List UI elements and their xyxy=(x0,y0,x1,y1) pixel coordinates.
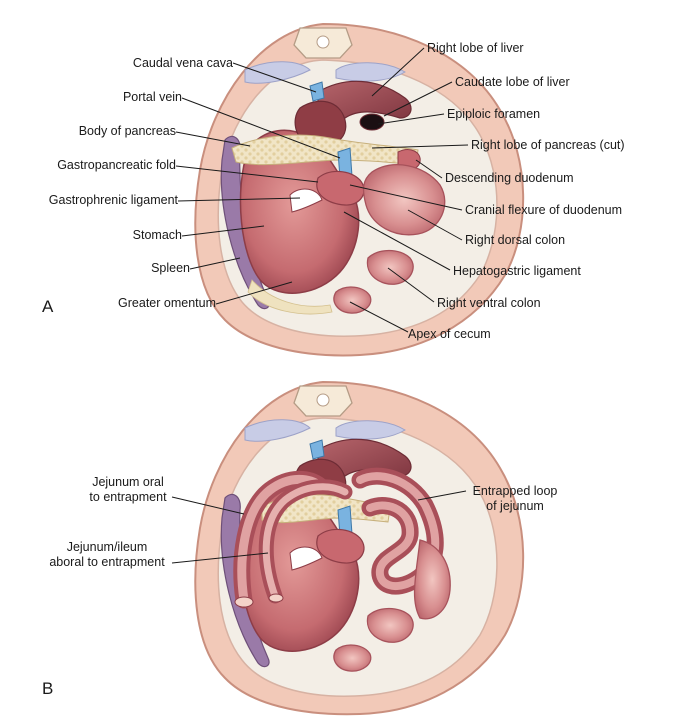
jejunum-cut-end-1-b xyxy=(234,596,254,608)
panel-a-drawing xyxy=(194,22,525,357)
kidney-left-a xyxy=(244,61,311,84)
jejunum-cut-end-2-b xyxy=(268,593,284,603)
label-jejunum-oral-line2: to entrapment xyxy=(89,490,167,504)
cranial-flexure-b xyxy=(316,528,365,564)
spleen-b xyxy=(220,493,270,668)
label-hepatogastric-ligament: Hepatogastric ligament xyxy=(453,264,581,278)
label-epiploic-foramen: Epiploic foramen xyxy=(447,107,541,121)
label-descending-duodenum: Descending duodenum xyxy=(445,171,574,185)
label-apex-of-cecum: Apex of cecum xyxy=(408,327,491,341)
label-body-of-pancreas: Body of pancreas xyxy=(78,124,176,138)
label-cranial-flexure-of-duodenum: Cranial flexure of duodenum xyxy=(465,203,623,217)
panel-b-letter: B xyxy=(42,679,54,698)
label-jejunum-oral: Jejunum oral to entrapment xyxy=(78,475,178,505)
label-jejunum-ileum-line2: aboral to entrapment xyxy=(49,555,165,569)
label-right-ventral-colon: Right ventral colon xyxy=(437,296,541,310)
label-spleen: Spleen xyxy=(151,261,190,275)
label-portal-vein: Portal vein xyxy=(122,90,182,104)
label-jejunum-ileum-line1: Jejunum/ileum xyxy=(66,540,148,554)
leader-lines-b xyxy=(171,490,467,564)
label-gastropancreatic-fold: Gastropancreatic fold xyxy=(57,158,176,172)
label-jejunum-ileum: Jejunum/ileum aboral to entrapment xyxy=(42,540,172,570)
caudal-vena-cava-a xyxy=(309,81,325,102)
kidney-right-b xyxy=(335,420,406,440)
panel-a-letter: A xyxy=(42,297,54,316)
label-entrapped-loop-line1: Entrapped loop xyxy=(472,484,558,498)
right-ventral-colon-b xyxy=(366,607,414,643)
label-right-dorsal-colon: Right dorsal colon xyxy=(465,233,566,247)
cranial-flexure-a xyxy=(316,170,365,206)
label-stomach: Stomach xyxy=(132,228,182,242)
right-ventral-colon-a xyxy=(366,249,414,285)
kidney-left-b xyxy=(244,419,311,442)
right-dorsal-colon-a xyxy=(362,164,446,236)
label-caudal-vena-cava: Caudal vena cava xyxy=(132,56,233,70)
label-gastrophrenic-ligament: Gastrophrenic ligament xyxy=(48,193,178,207)
vertebra-b xyxy=(293,385,353,417)
label-entrapped-loop-line2: of jejunum xyxy=(486,499,544,513)
apex-of-cecum-b xyxy=(333,644,372,672)
label-greater-omentum: Greater omentum xyxy=(118,296,216,310)
panel-b-drawing xyxy=(194,380,525,716)
label-caudate-lobe-of-liver: Caudate lobe of liver xyxy=(455,75,570,89)
kidney-right-a xyxy=(335,62,406,82)
epiploic-foramen-a xyxy=(359,113,385,131)
label-entrapped-loop: Entrapped loop of jejunum xyxy=(467,484,563,514)
right-dorsal-colon-b xyxy=(413,539,451,620)
apex-of-cecum-a xyxy=(333,286,372,314)
greater-omentum-a xyxy=(247,279,333,315)
label-jejunum-oral-line1: Jejunum oral xyxy=(92,475,164,489)
leader-lines-a xyxy=(175,47,469,333)
vertebra-a xyxy=(293,27,353,59)
label-right-lobe-of-pancreas-cut: Right lobe of pancreas (cut) xyxy=(471,138,625,152)
caudal-vena-cava-b xyxy=(309,439,325,460)
label-right-lobe-of-liver: Right lobe of liver xyxy=(427,41,524,55)
